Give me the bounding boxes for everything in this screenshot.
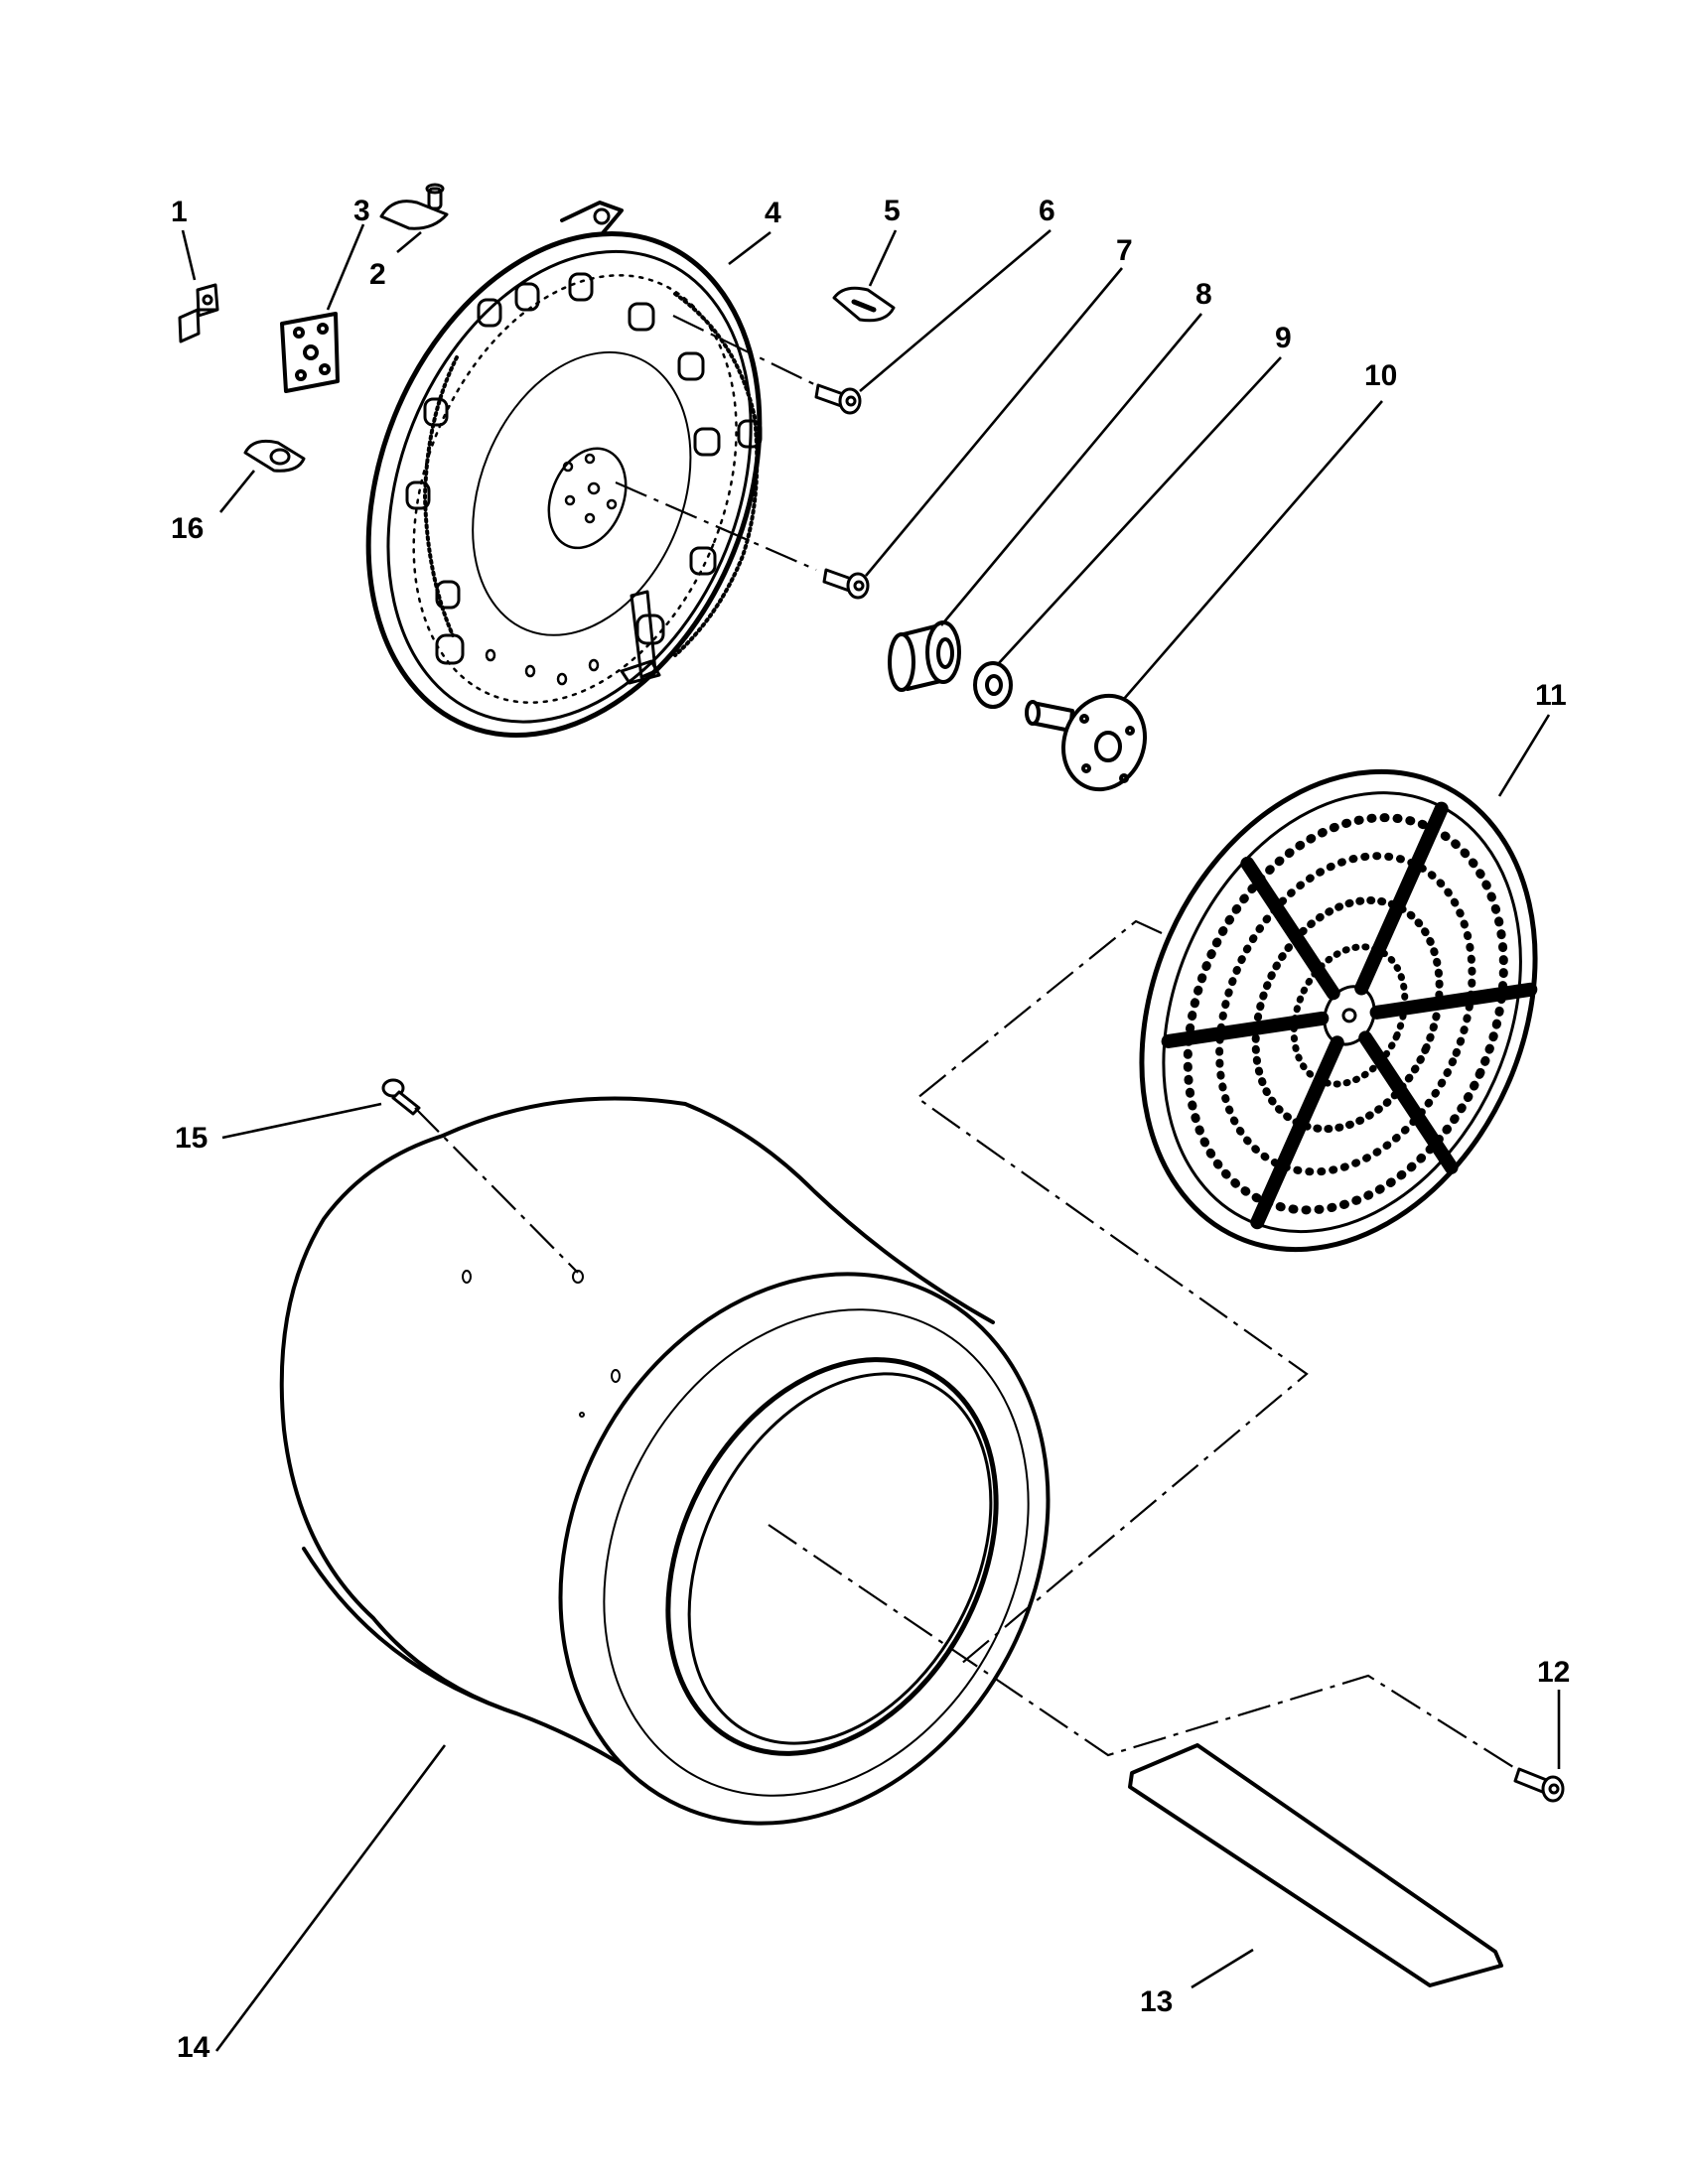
callout-15: 15 (175, 1122, 208, 1155)
callout-2: 2 (369, 258, 386, 291)
part-14-drum (279, 1096, 1051, 1826)
callout-3: 3 (353, 195, 370, 227)
callout-13: 13 (1140, 1985, 1173, 2018)
part-9-washer (973, 661, 1013, 709)
part-8-bushing (888, 620, 961, 692)
part-4-rear-bulkhead (365, 201, 763, 739)
part-11-perforated-disc (1139, 768, 1538, 1253)
part-16-grommet-plate (243, 439, 306, 473)
callout-14: 14 (177, 2031, 210, 2064)
part-1-bracket-clip (178, 283, 219, 343)
part-12-screw (1513, 1767, 1565, 1803)
part-3-square-plate (280, 312, 340, 393)
callout-1: 1 (171, 196, 188, 228)
part-13-baffle (1128, 1743, 1503, 1987)
part-5-slotted-plate (832, 286, 896, 323)
callout-9: 9 (1275, 322, 1292, 354)
callout-7: 7 (1116, 234, 1133, 267)
callout-5: 5 (884, 195, 901, 227)
alignment-lines (414, 315, 1514, 1768)
part-6-bolt (814, 383, 862, 415)
callout-4: 4 (765, 197, 781, 229)
leader-lines (181, 223, 1561, 2052)
callout-16: 16 (171, 512, 204, 545)
callout-10: 10 (1364, 359, 1397, 392)
callout-12: 12 (1537, 1656, 1570, 1689)
callout-labels: 1 2 3 4 5 6 7 8 9 10 11 12 13 14 15 16 (171, 195, 1570, 2064)
callout-6: 6 (1039, 195, 1055, 227)
part-15-screw (381, 1078, 421, 1116)
part-7-bolt (822, 568, 870, 600)
part-2-stud-plate (379, 183, 449, 230)
callout-8: 8 (1195, 278, 1212, 311)
callout-11: 11 (1535, 679, 1567, 712)
part-10-flanged-shaft (1025, 693, 1148, 792)
